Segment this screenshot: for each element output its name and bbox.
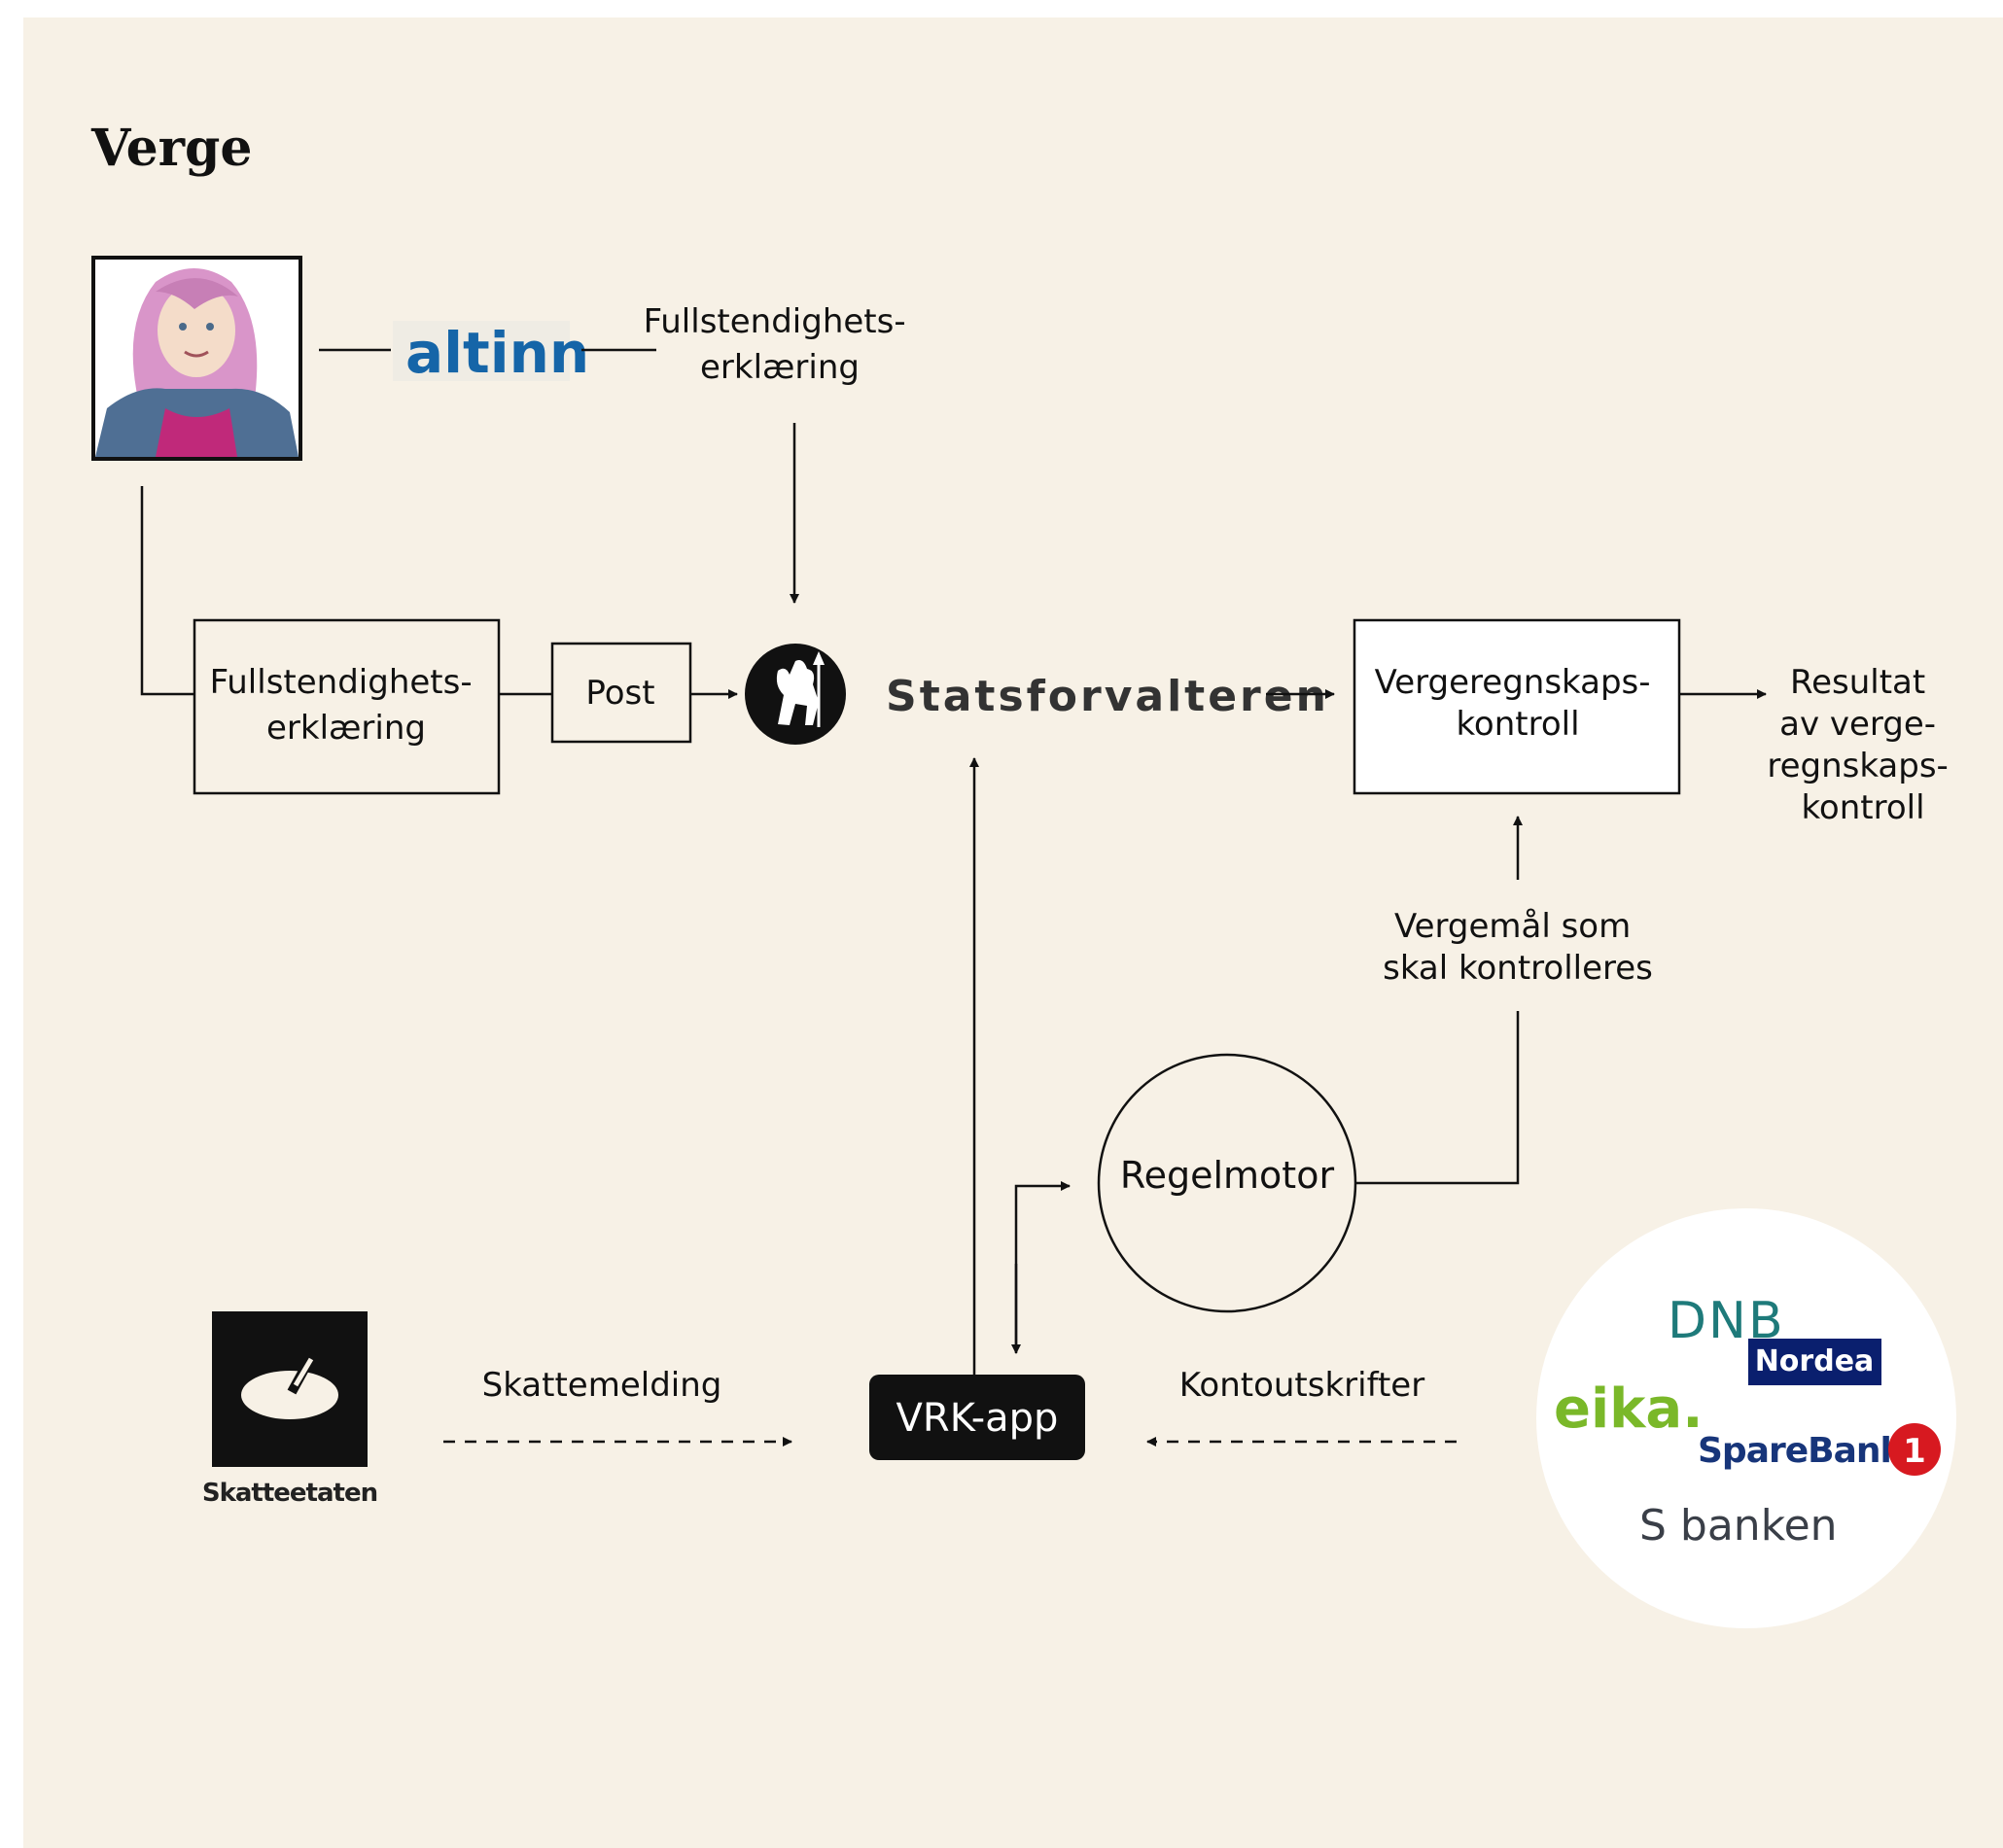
banks-logo-group: DNB Nordea eika. SpareBank 1 S banken (1536, 1208, 1956, 1628)
nordea-logo-background (1748, 1339, 1881, 1385)
nordea-logo: Nordea (1755, 1344, 1875, 1378)
result-label: Resultat av verge- regnskaps- kontroll (1767, 663, 1958, 827)
skattemelding-label: Skattemelding (482, 1366, 722, 1405)
altinn-declaration-label: Fullstendighets- erklæring (644, 302, 917, 387)
skatteetaten-label: Skatteetaten (202, 1479, 377, 1508)
kontoutskrifter-label: Kontoutskrifter (1179, 1366, 1424, 1405)
regelmotor-circle (1097, 1053, 1357, 1313)
avatar-to-paper-line (140, 486, 194, 696)
post-label: Post (585, 674, 654, 713)
svg-text:altinn: altinn (405, 320, 589, 386)
cases-to-check-label: Vergemål som skal kontrolleres (1383, 907, 1653, 988)
vrk-app-box (869, 1375, 1085, 1460)
statsforvalteren-label: Statsforvalteren (886, 672, 1329, 721)
sbanken-logo: S banken (1639, 1501, 1838, 1551)
paper-declaration-label: Fullstendighets- erklæring (210, 663, 483, 748)
statsforvalteren-emblem-icon (745, 644, 846, 745)
eika-logo: eika. (1554, 1377, 1703, 1441)
vrk-app-label: VRK-app (896, 1396, 1059, 1441)
sparebank-badge-icon (1888, 1423, 1941, 1476)
page-title: Verge (90, 119, 253, 178)
sparebank-badge-label: 1 (1903, 1432, 1926, 1471)
paper-declaration-box (193, 618, 501, 795)
vergeregnskapskontroll-box (1353, 618, 1681, 795)
regelmotor-to-cases-line (1355, 1011, 1520, 1185)
vrk-app-to-regelmotor-arrow (1014, 1181, 1071, 1347)
regelmotor-label: Regelmotor (1120, 1154, 1335, 1197)
altinn-logo: altinn (393, 320, 589, 386)
skatteetaten-logo: Skatteetaten (202, 1311, 378, 1508)
verge-avatar (91, 256, 302, 461)
vergeregnskapskontroll-label: Vergeregnskaps- kontroll (1375, 663, 1662, 744)
post-box (550, 642, 692, 744)
sparebank-logo: SpareBank (1698, 1431, 1905, 1471)
